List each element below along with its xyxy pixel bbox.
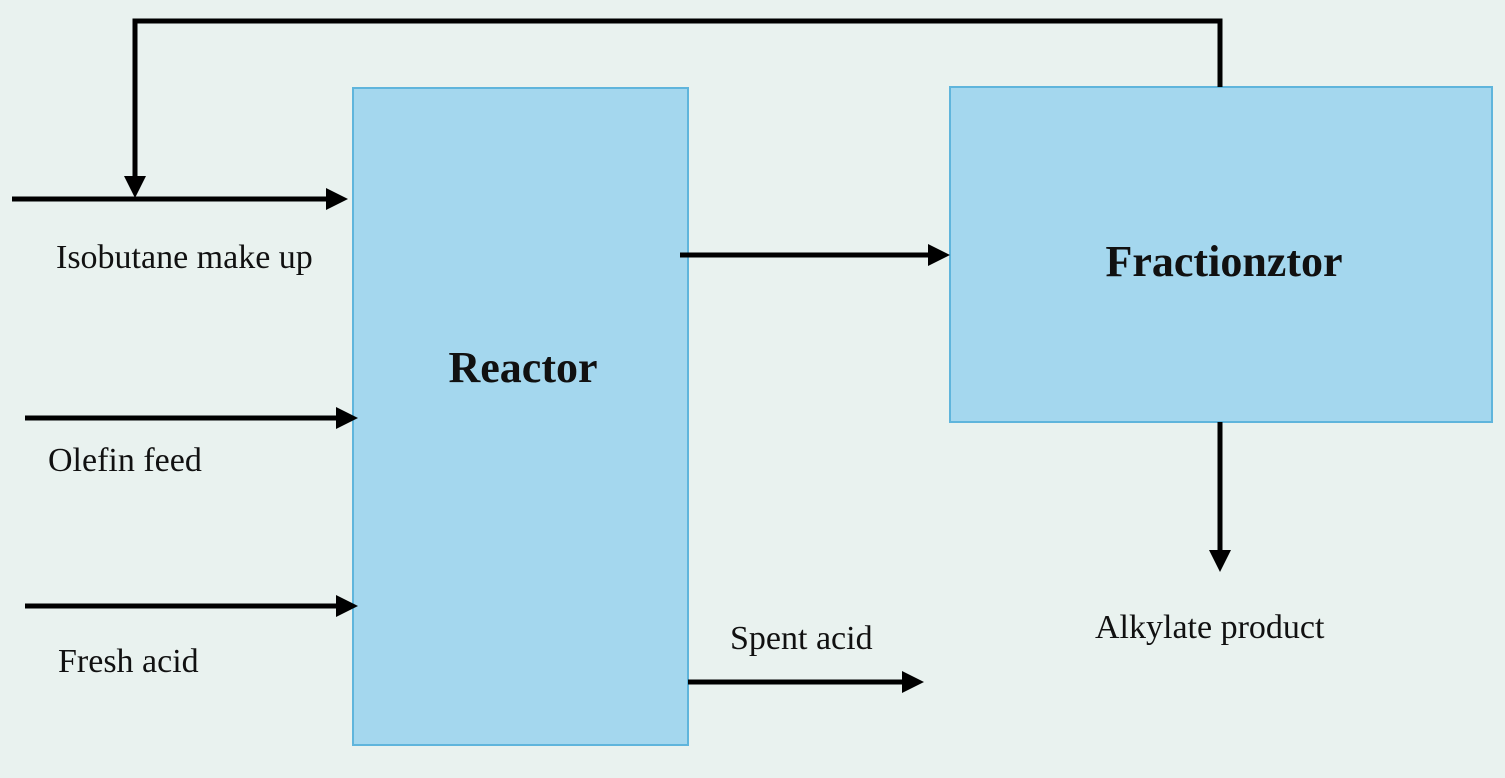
- fresh-acid-label: Fresh acid: [58, 643, 199, 680]
- fractionator-box: [949, 86, 1493, 423]
- olefin-label: Olefin feed: [48, 442, 202, 479]
- reactor-title: Reactor: [448, 343, 598, 392]
- reactor-box: [352, 87, 689, 746]
- fresh-acid-arrowhead: [336, 595, 358, 617]
- olefin-arrowhead: [336, 407, 358, 429]
- recycle-arrowhead: [124, 176, 146, 198]
- alkylate-arrowhead: [1209, 550, 1231, 572]
- fractionator-title: Fractionztor: [1105, 237, 1343, 286]
- reactor-to-fractionator-arrowhead: [928, 244, 950, 266]
- recycle-line: [132, 18, 1223, 180]
- spent-acid-arrowhead: [902, 671, 924, 693]
- spent-acid-label: Spent acid: [730, 620, 873, 657]
- isobutane-label: Isobutane make up: [56, 239, 313, 276]
- alkylate-label: Alkylate product: [1095, 609, 1325, 646]
- isobutane-arrowhead: [326, 188, 348, 210]
